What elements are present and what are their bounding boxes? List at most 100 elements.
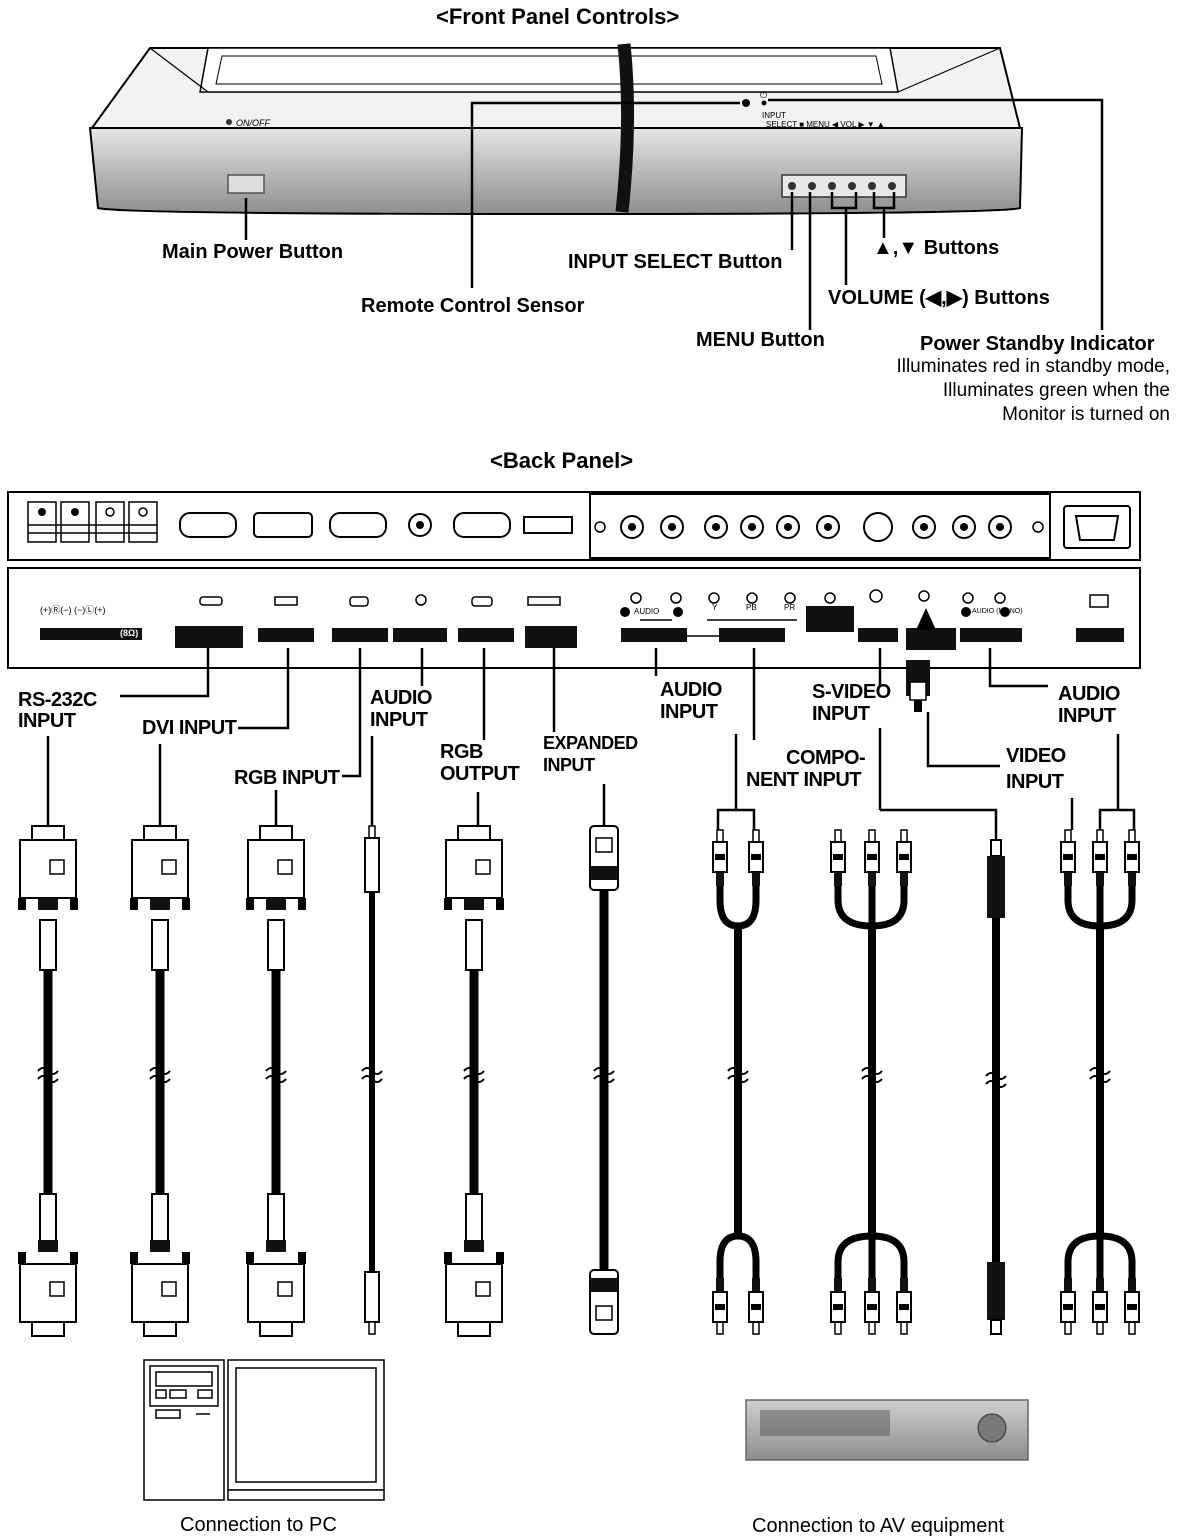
rgb-output-label-1: RGB [440, 741, 483, 763]
up-down-buttons-label: ▲,▼ Buttons [873, 237, 1000, 259]
audio-av1-cable-split-top [716, 886, 760, 930]
rgb-input-port [329, 512, 387, 538]
audio-av2-cable-top-plug-2 [1124, 829, 1140, 886]
speaker-ohm-mark: (8Ω) [120, 628, 139, 638]
component-cable-top-plug-2 [896, 829, 912, 886]
component-cable-top-plug-0 [830, 829, 846, 886]
av-equipment [745, 1399, 1029, 1461]
input-select-button-label: INPUT SELECT Button [568, 251, 783, 273]
remote-control-sensor-label: Remote Control Sensor [361, 295, 585, 317]
rs232c-label-1: RS-232C [18, 689, 97, 711]
component-cable-split-bottom [834, 1232, 908, 1278]
expanded-cable-bottom-plug [589, 1269, 619, 1335]
rgb-input-label: RGB INPUT [234, 767, 340, 789]
connection-to-av-caption: Connection to AV equipment [752, 1515, 1005, 1537]
volume-buttons-label: VOLUME (◀,▶) Buttons [828, 287, 1050, 309]
audio-av2-cable-split-top [1064, 886, 1136, 930]
component-mark-pr: PR [784, 603, 796, 612]
rs232c-cable-ferrite-top [39, 919, 57, 971]
svideo-label-2: INPUT [812, 703, 870, 725]
rgb-output-cable-ferrite-bottom [465, 1193, 483, 1245]
expanded-input-label-2: INPUT [543, 755, 595, 775]
power-standby-indicator-label: Power Standby Indicator [920, 333, 1155, 355]
svideo-label-1: S-VIDEO [812, 681, 891, 703]
menu-button-label: MENU Button [696, 329, 825, 351]
rgb-output-port [453, 512, 511, 538]
svideo-cable-top-plug [987, 856, 1005, 918]
audio-av2-cable-top-plug-1 [1092, 829, 1108, 886]
back-panel [7, 491, 1141, 712]
audio-av2-cable-bottom-plug-0 [1060, 1278, 1076, 1335]
dvi-port [253, 512, 313, 538]
standby-desc-line-2: Illuminates green when the [942, 380, 1170, 401]
audio-av1-label-1: AUDIO [660, 679, 722, 701]
button-strip-mark-2: SELECT ■ MENU ◀ VOL ▶ ▼ ▲ [766, 120, 885, 129]
audio-av1-cable-bottom-plug-1 [748, 1278, 764, 1335]
front-panel-monitor: ⏻ [88, 43, 1024, 216]
pc-computer [143, 1359, 385, 1501]
component-cable-bottom-plug-2 [896, 1278, 912, 1335]
front-panel-title: <Front Panel Controls> [436, 4, 680, 29]
rs232c-label-2: INPUT [18, 710, 76, 732]
audio-pc-label-2: INPUT [370, 709, 428, 731]
expanded-cable-top-plug [589, 825, 619, 891]
audio-av1-cable-bottom-plug-0 [712, 1278, 728, 1335]
component-cable-split-top [834, 886, 908, 930]
front-button-strip [781, 174, 907, 198]
rgb-output-cable-top-plug [444, 825, 504, 910]
dvi-cable-bottom-plug [130, 1240, 190, 1337]
audio-av2-cable-bottom-plug-2 [1124, 1278, 1140, 1335]
rs232c-cable-top-plug [18, 825, 78, 910]
video-input-label-2: INPUT [1006, 771, 1064, 793]
front-leader-lines [244, 98, 1104, 330]
audio-pc-cable-top-plug [364, 837, 380, 893]
audio-av2-cable-split-bottom [1064, 1232, 1136, 1278]
onoff-mark: ON/OFF [236, 118, 270, 128]
component-cable-bottom-plug-1 [864, 1278, 880, 1335]
rgb-input-cable-bottom-plug [246, 1240, 306, 1337]
audio-mark: AUDIO [634, 607, 660, 616]
expanded-input-label-1: EXPANDED [543, 733, 638, 753]
standby-indicator-dot [761, 100, 767, 106]
ac-inlet [1063, 505, 1131, 549]
component-label-2: NENT INPUT [746, 769, 862, 791]
rgb-output-cable-ferrite-top [465, 919, 483, 971]
dvi-input-label: DVI INPUT [142, 717, 237, 739]
rgb-input-cable-ferrite-top [267, 919, 285, 971]
component-cable-top-plug-1 [864, 829, 880, 886]
back-leader-lines [120, 648, 1048, 778]
main-power-switch [227, 174, 265, 194]
rgb-output-cable-bottom-plug [444, 1240, 504, 1337]
audio-av1-cable-split-bottom [716, 1232, 760, 1278]
rs232c-port [179, 512, 237, 538]
audio-pc-label-1: AUDIO [370, 687, 432, 709]
dvi-cable-top-plug [130, 825, 190, 910]
audio-av1-label-2: INPUT [660, 701, 718, 723]
back-panel-title: <Back Panel> [490, 448, 634, 473]
audio-av2-cable-bottom-plug-1 [1092, 1278, 1108, 1335]
rgb-output-label-2: OUTPUT [440, 763, 520, 785]
component-label-1: COMPO- [786, 747, 866, 769]
component-cable-bottom-plug-0 [830, 1278, 846, 1335]
main-power-button-label: Main Power Button [162, 241, 344, 263]
audio-mono-mark: AUDIO (MONO) [972, 608, 1023, 615]
rgb-input-cable-top-plug [246, 825, 306, 910]
rs232c-cable-bottom-plug [18, 1240, 78, 1337]
standby-desc-line-3: Monitor is turned on [1002, 404, 1170, 425]
svg-text:⏻: ⏻ [760, 90, 767, 101]
label-plates [40, 606, 1124, 650]
audio-pc-cable-bottom-plug [364, 1271, 380, 1323]
audio-av2-cable-top-plug-0 [1060, 829, 1076, 886]
rgb-input-cable-ferrite-bottom [267, 1193, 285, 1245]
speaker-polarity-marks: (+)Ⓡ(−) (−)Ⓛ(+) [40, 605, 106, 615]
cables [18, 825, 1140, 1337]
svideo-cable-bottom-plug [987, 1262, 1005, 1320]
component-mark-y: Y [712, 603, 718, 612]
video-input-label-1: VIDEO [1006, 745, 1066, 767]
rs232c-cable-ferrite-bottom [39, 1193, 57, 1245]
remote-sensor-dot [742, 99, 750, 107]
component-mark-pb: PB [746, 603, 757, 612]
expanded-port [523, 516, 573, 534]
connection-to-pc-caption: Connection to PC [180, 1514, 337, 1536]
